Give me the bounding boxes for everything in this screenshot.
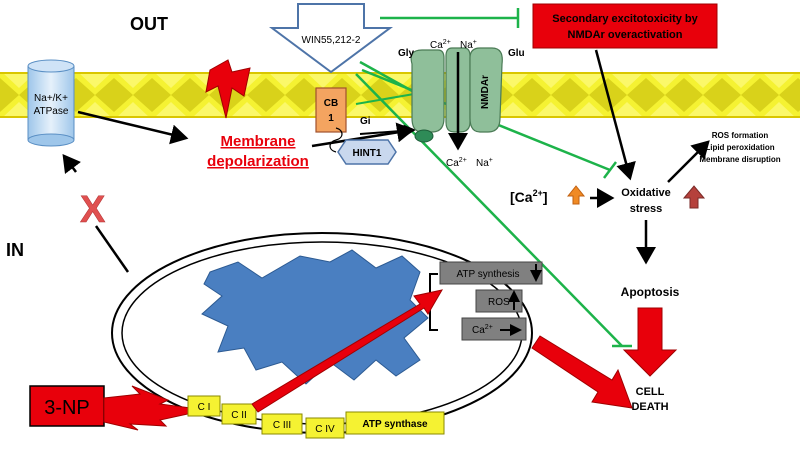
complex-1-label: C I	[198, 402, 211, 413]
cb1-label-line2: 1	[328, 113, 334, 124]
complex-2-label: C II	[231, 410, 247, 421]
atp-synthase-label: ATP synthase	[362, 419, 428, 430]
membrane-edge-top	[0, 72, 800, 74]
glu-label: Glu	[508, 48, 525, 59]
atp-synthesis-label: ATP synthesis	[457, 269, 520, 280]
ros-effect-2: Lipid peroxidation	[705, 143, 774, 152]
ion-ca-in: Ca2+	[446, 157, 467, 169]
toxin-3np: 3-NP	[29, 385, 207, 431]
atp-synthesis-box: ATP synthesis	[439, 261, 543, 285]
calcium-box-label: Ca2+	[472, 324, 493, 336]
arrow-complex2-to-atp	[251, 289, 444, 413]
label-in: IN	[6, 240, 24, 260]
secondary-line2: NMDAr overactivation	[568, 29, 683, 41]
gi-label: Gi	[360, 116, 371, 127]
ion-na-out: Na+	[460, 39, 477, 51]
line-mito-to-x	[94, 225, 130, 273]
hint1-label: HINT1	[353, 148, 382, 159]
secondary-line1: Secondary excitotoxicity by	[552, 13, 698, 25]
ros-effect-1: ROS formation	[712, 131, 769, 140]
ros-effect-3: Membrane disruption	[699, 155, 780, 164]
increase-arrow-calcium	[566, 185, 586, 205]
pump-label-line1: Na+/K+	[34, 93, 68, 104]
secondary-excitotoxicity-box: Secondary excitotoxicity by NMDAr overac…	[532, 3, 718, 49]
label-out: OUT	[130, 14, 168, 34]
win55-drug-arrow: WIN55,212-2	[268, 3, 394, 74]
pump-label-line2: ATPase	[34, 106, 69, 117]
apoptosis-label: Apoptosis	[621, 285, 680, 299]
arrow-depolarization-to-nmdar	[311, 122, 415, 148]
mitochondrial-matrix	[201, 249, 429, 385]
calcium-concentration: [Ca2+]	[510, 188, 548, 205]
cb1-inhibition-line	[355, 93, 415, 105]
arrow-pump-to-depolarization	[77, 110, 189, 145]
win55-label: WIN55,212-2	[302, 35, 361, 46]
arrow-secondary-to-oxidative	[594, 49, 636, 181]
gly-label: Gly	[398, 48, 415, 59]
complex-4-label: C IV	[315, 424, 335, 435]
depolarization-line1: Membrane	[220, 133, 295, 150]
electron-transport-chain: C I C II C III C IV ATP synthase	[187, 395, 445, 439]
arrow-oxidative-to-ros	[667, 140, 710, 183]
arrow-to-pump	[62, 154, 81, 174]
membrane-edge-bottom	[0, 116, 800, 118]
lightning-bolt-icon	[205, 59, 251, 119]
ion-na-in: Na+	[476, 157, 493, 169]
mitochondrion	[111, 232, 533, 434]
arrow-gi-to-nmdar	[359, 124, 416, 137]
ros-box: ROS	[475, 289, 523, 313]
inhibit-x-mark: X	[80, 189, 106, 231]
toxin-label: 3-NP	[44, 397, 90, 419]
cell-death-line1: CELL	[636, 386, 665, 398]
hint1-protein: HINT1	[337, 139, 397, 165]
increase-arrow-oxidative	[682, 185, 706, 209]
nmdar-label: NMDAr	[480, 75, 491, 109]
arrow-apoptosis-to-death	[622, 307, 678, 377]
cb1-receptor: CB 1	[315, 87, 347, 153]
cell-death-line2: DEATH	[631, 401, 668, 413]
ros-label: ROS	[488, 297, 510, 308]
arrow-mito-to-death	[531, 335, 633, 409]
depolarization-line2: depolarization	[207, 153, 309, 170]
oxidative-line1: Oxidative	[621, 187, 671, 199]
ion-ca-out: Ca2+	[430, 39, 451, 51]
nmda-receptor: NMDAr	[410, 47, 503, 143]
cell-membrane	[0, 72, 800, 118]
lightning-bolt-3np-icon	[103, 385, 207, 431]
na-k-atpase-pump: Na+/K+ ATPase	[27, 59, 75, 147]
complex-3-label: C III	[273, 420, 291, 431]
oxidative-line2: stress	[630, 203, 662, 215]
cb1-label-line1: CB	[324, 98, 338, 109]
